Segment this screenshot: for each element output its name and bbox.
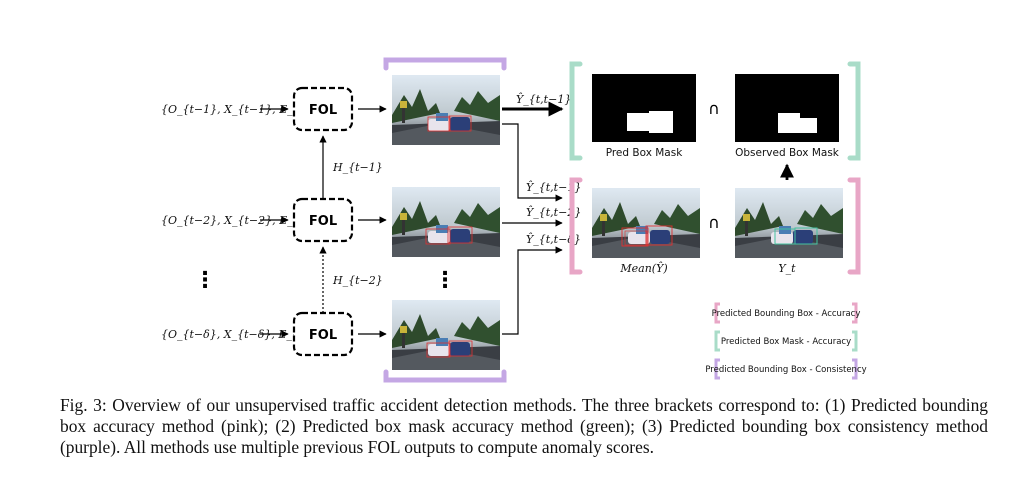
mean-arrow-3 (502, 246, 563, 335)
mean-arrow-1 (502, 123, 563, 202)
pred-box-mask (592, 74, 696, 142)
prediction-frame-1 (392, 75, 500, 145)
legend-label-green: Predicted Box Mask - Accuracy (721, 337, 851, 347)
intersection-top: ∩ (708, 99, 720, 118)
legend-item-purple: Predicted Bounding Box - Consistency (705, 358, 867, 380)
observed-box-mask (735, 74, 839, 142)
observed-frame (735, 188, 843, 258)
ellipsis-inputs: ⋮ (194, 268, 216, 293)
fol-box-2: FOL (292, 197, 354, 243)
ellipsis-frames: ⋮ (434, 268, 456, 293)
pred-box-mask-label: Pred Box Mask (606, 147, 684, 159)
accuracy-bracket-left (569, 177, 583, 275)
observed-box-mask-label: Observed Box Mask (735, 147, 840, 159)
figure-caption: Fig. 3: Overview of our unsupervised tra… (60, 395, 988, 457)
mean-label: Mean(Ŷ) (619, 261, 667, 275)
fol-label-1: FOL (309, 103, 337, 118)
legend-item-pink: Predicted Bounding Box - Accuracy (712, 302, 861, 324)
hidden-label-2: H_{t−2} (332, 274, 383, 287)
consistency-bracket-top (383, 57, 507, 71)
pred-label-3: Ŷ_{t,t−δ} (526, 232, 581, 246)
legend-label-pink: Predicted Bounding Box - Accuracy (712, 309, 861, 319)
method-overview-diagram: {O_{t−1}, X_{t−1}, E_{t−1}} {O_{t−2}, X_… (161, 57, 867, 383)
input-t-1: {O_{t−1}, X_{t−1}, E_{t−1}} (161, 103, 334, 116)
pred-label-top: Ŷ_{t,t−1} (516, 92, 571, 106)
legend-item-green: Predicted Box Mask - Accuracy (714, 330, 858, 352)
pred-label-2: Ŷ_{t,t−2} (526, 205, 581, 219)
prediction-frame-3 (392, 300, 500, 370)
input-t-delta: {O_{t−δ}, X_{t−δ}, E_{t−δ}} (161, 328, 333, 341)
fol-label-3: FOL (309, 328, 337, 343)
fol-box-3: FOL (292, 311, 354, 357)
intersection-bottom: ∩ (708, 213, 720, 232)
pred-label-1: Ŷ_{t,t−1} (526, 180, 581, 194)
fol-box-1: FOL (292, 86, 354, 132)
hidden-label-1: H_{t−1} (332, 161, 383, 174)
consistency-bracket-bottom (383, 369, 507, 383)
mask-bracket-left (569, 61, 583, 161)
legend-label-purple: Predicted Bounding Box - Consistency (705, 365, 866, 375)
input-t-2: {O_{t−2}, X_{t−2}, E_{t−2}} (161, 214, 334, 227)
legend: Predicted Bounding Box - Accuracy Predic… (705, 302, 867, 380)
prediction-frame-2 (392, 187, 500, 257)
mask-bracket-right (847, 61, 861, 161)
observed-label: Y_t (778, 262, 796, 275)
accuracy-bracket-right (847, 177, 861, 275)
fol-label-2: FOL (309, 214, 337, 229)
mean-prediction-frame (592, 188, 700, 258)
